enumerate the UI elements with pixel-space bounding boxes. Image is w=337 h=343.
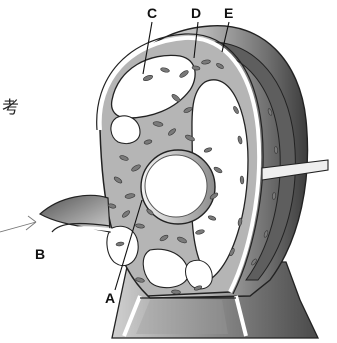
- side-character: 考: [2, 98, 19, 118]
- label-e: E: [224, 5, 233, 21]
- label-a: A: [105, 290, 115, 306]
- left-flap: [40, 195, 110, 232]
- cavity-lower-left: [107, 226, 138, 265]
- label-c: C: [147, 5, 157, 21]
- label-b: B: [35, 246, 45, 262]
- central-canal-lumen: [145, 155, 207, 217]
- left-arrow: [0, 216, 36, 232]
- stem-opening-dark: [136, 300, 228, 334]
- label-d: D: [191, 5, 201, 21]
- cavity-left-small: [111, 116, 140, 144]
- left-flap-curl-white: [55, 228, 112, 236]
